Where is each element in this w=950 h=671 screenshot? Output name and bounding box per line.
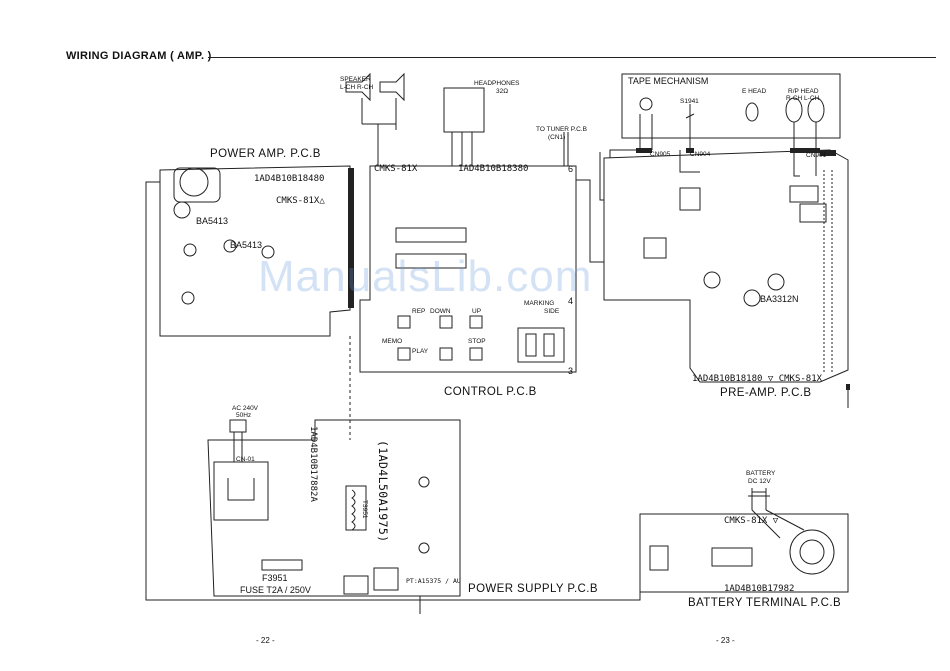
speaker-label: SPEAKER (340, 76, 371, 83)
battery-label: BATTERY (746, 470, 776, 477)
speaker-channels-label: L-CH R-CH (340, 84, 374, 91)
battery-voltage-label: DC 12V (748, 478, 771, 485)
pt-code: PT:A15375 / AU (406, 577, 461, 585)
pre-amp-board-outline (603, 149, 849, 383)
ac-freq-label: 50Hz (236, 412, 252, 419)
wire-bundle (145, 181, 641, 601)
s1941-label: S1941 (680, 98, 699, 105)
tape-mechanism-box (621, 73, 841, 139)
ic-ba3312n: BA3312N (760, 294, 799, 304)
headphones-impedance-label: 32Ω (496, 88, 509, 95)
cn01-label: CN-01 (236, 456, 255, 463)
rp-head-label: R/P HEAD (788, 88, 819, 95)
control-board-outline (359, 165, 577, 373)
power-amp-board-label: POWER AMP. P.C.B (210, 148, 321, 160)
play-label: PLAY (412, 348, 429, 355)
cn901-label: CN901 (806, 152, 827, 159)
stop-label: STOP (468, 338, 486, 345)
pin-3-label: 3 (568, 366, 574, 376)
rp-channels-label: R-CH L-CH (786, 95, 820, 102)
headphones-label: HEADPHONES (474, 80, 520, 87)
fuse-ref-label: F3951 (262, 573, 288, 583)
tuner-label: TO TUNER P.C.B (536, 126, 587, 133)
battery-cmks-code: CMKS-81X ▽ (724, 516, 779, 526)
fuse-label: FUSE T2A / 250V (240, 585, 311, 595)
marking-label: MARKING (524, 300, 555, 307)
up-label: UP (472, 308, 482, 315)
side-label: SIDE (544, 308, 560, 315)
cn904-label: CN904 (690, 151, 711, 158)
tape-mechanism-label: TAPE MECHANISM (628, 76, 709, 86)
power-supply-board-outline (207, 419, 461, 597)
pre-amp-part-number: 1AD4B10B18180 ▽ CMKS-81X (692, 374, 823, 384)
title-rule (208, 57, 936, 58)
page-number-left: - 22 - (256, 636, 275, 645)
ac-label: AC 240V (232, 405, 259, 412)
page-title: WIRING DIAGRAM ( AMP. ) (66, 50, 212, 62)
pin-6-label: 6 (568, 164, 574, 174)
pin-4-label: 4 (568, 296, 574, 306)
power-supply-part-number: 1AD4B10B17882A (308, 426, 318, 502)
memo-label: MEMO (382, 338, 403, 345)
page-number-right: - 23 - (716, 636, 735, 645)
ic-ba5413-a: BA5413 (196, 216, 229, 226)
power-amp-part-number: 1AD4B10B18480 (254, 174, 325, 184)
down-label: DOWN (430, 308, 451, 315)
e-head-label: E HEAD (742, 88, 767, 95)
t3951-label: T3951 (361, 500, 368, 519)
power-supply-board-label: POWER SUPPLY P.C.B (468, 583, 598, 595)
pre-amp-board-label: PRE-AMP. P.C.B (720, 387, 812, 399)
battery-part-number: 1AD4B10B17982 (724, 584, 795, 594)
control-board-label: CONTROL P.C.B (444, 386, 537, 398)
power-amp-board-outline (159, 165, 351, 337)
cn905-label: CN905 (650, 151, 671, 158)
battery-terminal-board-label: BATTERY TERMINAL P.C.B (688, 597, 842, 609)
transformer-part-number: (1AD4L50A1975) (376, 440, 390, 543)
control-cmks-code: CMKS-81X (374, 164, 418, 174)
watermark: ManualsLib.com (258, 252, 593, 301)
ic-ba5413-b: BA5413 (230, 240, 263, 250)
control-part-number: 1AD4B10B18380 (458, 164, 529, 174)
rep-label: REP (412, 308, 426, 315)
tuner-cn-label: (CN1) (548, 134, 566, 141)
power-amp-cmks-code: CMKS-81X△ (276, 196, 325, 206)
